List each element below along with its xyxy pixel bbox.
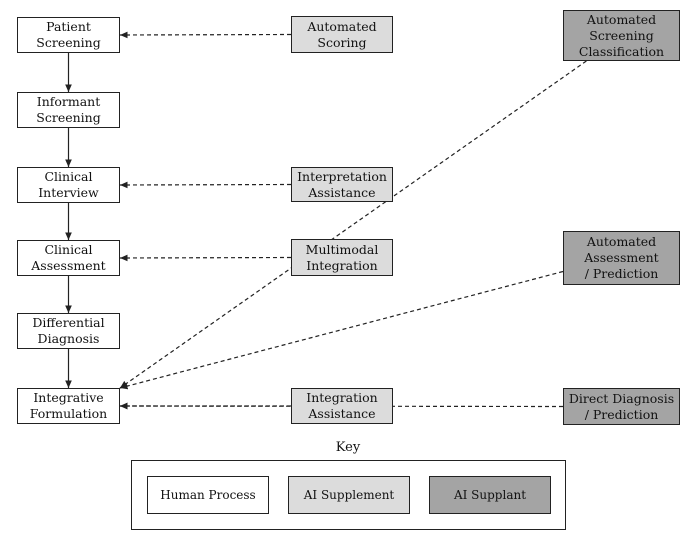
- node-direct-diagnosis-prediction: Direct Diagnosis / Prediction: [563, 388, 680, 425]
- node-integrative-formulation: Integrative Formulation: [17, 388, 120, 424]
- key-legend: [131, 460, 566, 530]
- node-interpretation-assistance: Interpretation Assistance: [291, 167, 393, 202]
- node-informant-screening: Informant Screening: [17, 92, 120, 128]
- edge-automated-screening-classification-to-integrative-formulation: [119, 60, 587, 389]
- node-automated-scoring: Automated Scoring: [291, 16, 393, 53]
- node-automated-screening-classification: Automated Screening Classification: [563, 10, 680, 61]
- key-ai-supplement: AI Supplement: [288, 476, 410, 514]
- edge-direct-diagnosis-prediction-to-integrative-formulation: [119, 402, 564, 410]
- key-title: Key: [335, 440, 361, 455]
- edge-multimodal-integration-to-clinical-assessment: [119, 254, 292, 262]
- key-human-process: Human Process: [147, 476, 269, 514]
- node-patient-screening: Patient Screening: [17, 17, 120, 53]
- node-automated-assessment-prediction: Automated Assessment / Prediction: [563, 231, 680, 285]
- node-clinical-interview: Clinical Interview: [17, 167, 120, 203]
- key-ai-supplant: AI Supplant: [429, 476, 551, 514]
- node-integration-assistance: Integration Assistance: [291, 388, 393, 424]
- edge-automated-assessment-prediction-to-integrative-formulation: [119, 270, 564, 390]
- node-differential-diagnosis: Differential Diagnosis: [17, 313, 120, 349]
- edge-automated-scoring-to-patient-screening: [119, 31, 292, 39]
- edge-interpretation-assistance-to-clinical-interview: [119, 181, 292, 189]
- node-multimodal-integration: Multimodal Integration: [291, 239, 393, 276]
- node-clinical-assessment: Clinical Assessment: [17, 240, 120, 276]
